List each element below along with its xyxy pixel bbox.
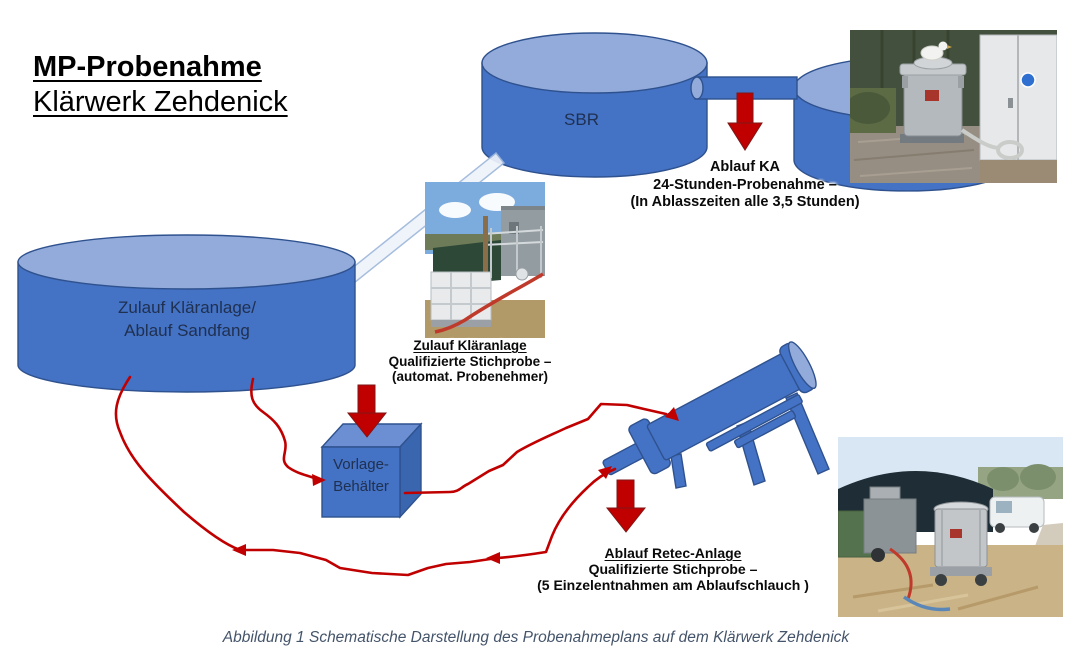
figure-caption: Abbildung 1 Schematische Darstellung des… bbox=[222, 629, 850, 646]
inlet-tank-label: Zulauf Kläranlage/ Ablauf Sandfang bbox=[118, 298, 256, 340]
annotation-ablauf-ka: Ablauf KA 24-Stunden-Probenahme – (In Ab… bbox=[630, 159, 860, 210]
retec-leg bbox=[785, 392, 830, 475]
hose-arrowhead bbox=[598, 466, 612, 479]
vorlage-tank-label: Vorlage- Behälter bbox=[333, 456, 389, 495]
title-line2: Klärwerk Zehdenick bbox=[33, 86, 288, 119]
annotation-zulauf-klaeranlage: Zulauf Kläranlage Qualifizierte Stichpro… bbox=[388, 338, 552, 384]
photo-ibc-container bbox=[425, 182, 545, 338]
title-line1: MP-Probenahme bbox=[33, 51, 262, 83]
hose-arrowhead bbox=[486, 552, 500, 564]
annotation-ablauf-retec: Ablauf Retec-Anlage Qualifizierte Stichp… bbox=[537, 545, 809, 593]
retec-leg bbox=[670, 453, 687, 489]
slide-title: MP-Probenahme Klärwerk Zehdenick bbox=[33, 50, 288, 121]
hose-inlet-to-vorlage bbox=[250, 377, 316, 480]
retec-unit bbox=[602, 341, 830, 489]
sbr-tank bbox=[481, 32, 708, 178]
sbr-tank-label: SBR bbox=[564, 110, 599, 129]
hose-arrowhead bbox=[312, 474, 326, 486]
hose-arrowhead bbox=[665, 407, 679, 421]
photo-sampler-station bbox=[850, 30, 1057, 183]
connecting-pipe bbox=[690, 76, 798, 100]
hose-retec-outlet-return bbox=[244, 467, 617, 577]
arrow-ablauf-ka bbox=[727, 92, 763, 151]
arrow-retec-sample bbox=[605, 479, 647, 533]
hose-inlet-return bbox=[114, 375, 242, 552]
inlet-tank bbox=[17, 234, 356, 393]
hose-arrowhead bbox=[232, 544, 246, 556]
hose-vorlage-to-retec bbox=[403, 402, 668, 495]
photo-retec-site bbox=[838, 437, 1063, 617]
arrow-zulauf-sample bbox=[346, 384, 388, 438]
